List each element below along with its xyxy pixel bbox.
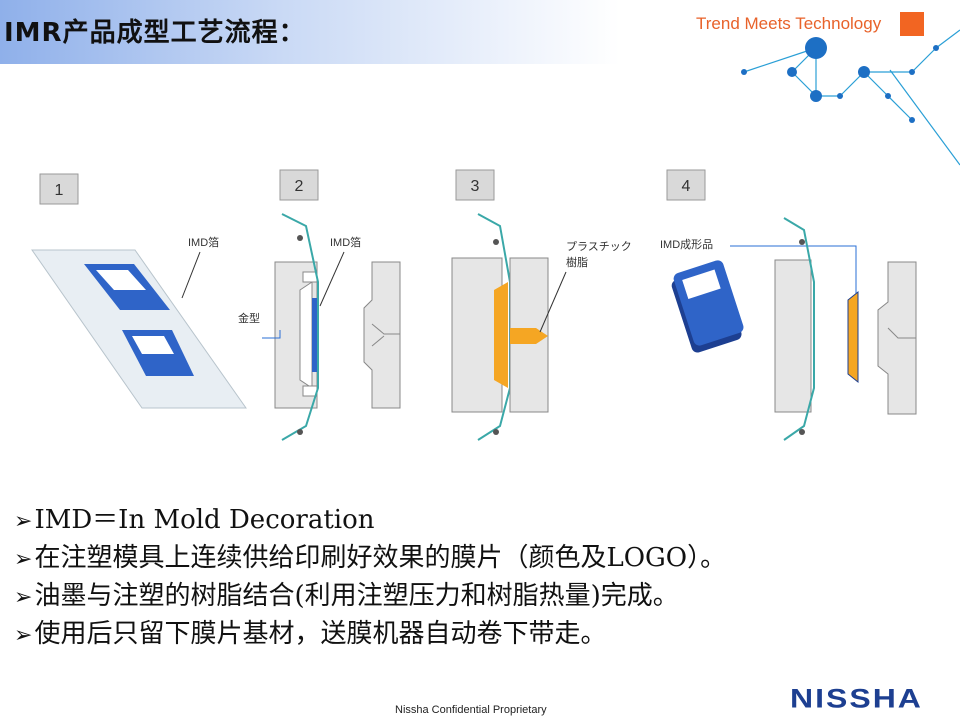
bullet-list: ➢IMD＝In Mold Decoration ➢在注塑模具上连续供给印刷好效果… [14,502,726,654]
bullet-arrow-icon: ➢ [14,547,33,572]
step-1-foil-sheet: IMD箔 [31,235,247,409]
bullet-text: 油墨与注塑的树脂结合(利用注塑压力和树脂热量)完成。 [34,581,679,611]
step-2-badge: 2 [279,169,319,201]
list-item: ➢在注塑模具上连续供给印刷好效果的膜片（颜色及LOGO）。 [14,540,726,578]
bullet-arrow-icon: ➢ [14,623,33,648]
step-2-mold: IMD箔 金型 [238,213,401,441]
imd-foil-label-1: IMD箔 [188,235,219,249]
imd-molded-part-label: IMD成形品 [660,238,713,251]
step-4-label: 4 [682,178,691,195]
step-1-badge: 1 [39,173,79,205]
step-4-ejection: IMD成形品 [660,217,917,441]
step-3-injection: プラスチック 樹脂 [451,213,632,441]
network-graphic-icon [741,29,960,166]
confidential-notice: Nissha Confidential Proprietary [395,704,547,716]
page-title: IMR产品成型工艺流程： [4,18,306,48]
plastic-resin-label-1: プラスチック [566,240,632,253]
bullet-text: 使用后只留下膜片基材，送膜机器自动卷下带走。 [34,619,607,649]
step-3-label: 3 [471,178,480,195]
orange-square-icon [900,12,924,36]
mold-label: 金型 [238,311,260,325]
bullet-arrow-icon: ➢ [14,509,33,534]
list-item: ➢IMD＝In Mold Decoration [14,502,726,540]
plastic-resin-label-2: 樹脂 [566,255,588,269]
step-1-label: 1 [55,182,64,199]
list-item: ➢使用后只留下膜片基材，送膜机器自动卷下带走。 [14,616,726,654]
bullet-text: 在注塑模具上连续供给印刷好效果的膜片（颜色及LOGO）。 [34,543,727,573]
header-band [0,0,620,64]
imd-process-diagram: 1 2 3 4 IMD箔 IMD箔 金型 [31,169,917,441]
nissha-logo: NISSHA [790,682,923,714]
list-item: ➢油墨与注塑的树脂结合(利用注塑压力和树脂热量)完成。 [14,578,726,616]
step-3-badge: 3 [455,169,495,201]
bullet-text: IMD＝In Mold Decoration [34,505,375,535]
step-2-label: 2 [295,178,304,195]
imd-foil-label-2: IMD箔 [330,235,361,249]
step-4-badge: 4 [666,169,706,201]
tagline: Trend Meets Technology [696,14,882,33]
bullet-arrow-icon: ➢ [14,585,33,610]
